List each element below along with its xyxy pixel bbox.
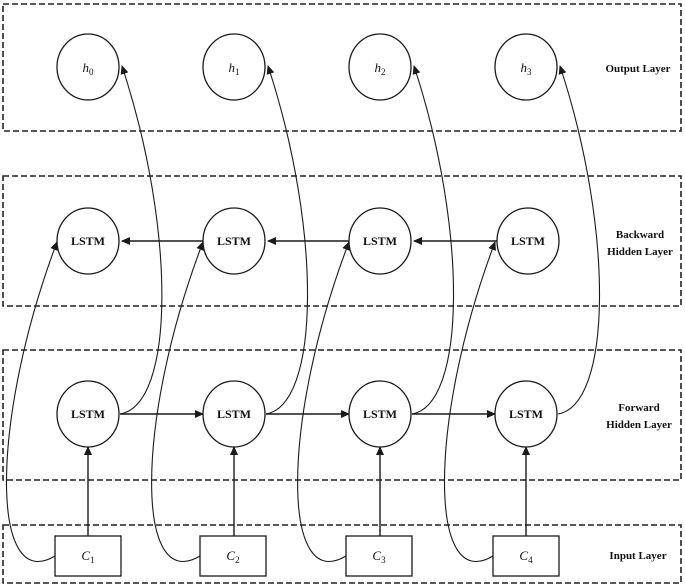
backward-layer-label-line2: Hidden Layer — [607, 246, 673, 258]
forward-lstm-node-3: LSTM — [348, 380, 412, 448]
input-to-backward-4 — [444, 241, 496, 563]
input-node-c1: C1 — [54, 535, 122, 577]
backward-hidden-layer-box — [2, 175, 682, 307]
forward-lstm-node-2: LSTM — [202, 380, 266, 448]
svg-text:LSTM: LSTM — [509, 407, 543, 421]
svg-text:C3: C3 — [372, 548, 386, 565]
input-layer-box — [2, 524, 682, 584]
input-to-backward-1 — [6, 241, 58, 563]
output-node-h3: h3 — [494, 33, 558, 101]
output-node-h1: h1 — [202, 33, 266, 101]
input-layer-label: Input Layer — [609, 550, 666, 562]
svg-text:h1: h1 — [229, 60, 240, 77]
input-node-c2: C2 — [199, 535, 267, 577]
svg-text:h3: h3 — [521, 60, 533, 77]
svg-text:C4: C4 — [519, 548, 533, 565]
backward-lstm-node-4: LSTM — [496, 207, 560, 275]
forward-to-output-2 — [265, 65, 309, 415]
backward-layer-label-line1: Backward — [616, 229, 664, 241]
svg-text:h0: h0 — [83, 60, 95, 77]
forward-to-output-1 — [119, 65, 163, 415]
forward-layer-label-line2: Hidden Layer — [606, 419, 672, 431]
svg-text:C1: C1 — [81, 548, 94, 565]
svg-text:LSTM: LSTM — [511, 234, 545, 248]
svg-text:h2: h2 — [375, 60, 386, 77]
input-to-backward-2 — [151, 241, 204, 563]
forward-lstm-node-1: LSTM — [56, 380, 120, 448]
output-node-h0: h0 — [56, 33, 120, 101]
input-node-c4: C4 — [492, 535, 560, 577]
svg-text:LSTM: LSTM — [217, 407, 251, 421]
forward-to-output-3 — [411, 65, 455, 415]
output-layer-box — [2, 3, 682, 132]
forward-layer-label-line1: Forward — [618, 402, 660, 414]
backward-lstm-node-3: LSTM — [348, 207, 412, 275]
input-to-backward-3 — [297, 241, 350, 563]
output-node-h2: h2 — [348, 33, 412, 101]
backward-lstm-node-1: LSTM — [56, 207, 120, 275]
forward-lstm-node-4: LSTM — [494, 380, 558, 448]
forward-to-output-4 — [557, 65, 601, 415]
input-node-c3: C3 — [345, 535, 413, 577]
svg-text:LSTM: LSTM — [71, 407, 105, 421]
output-layer-label: Output Layer — [605, 63, 670, 75]
svg-text:LSTM: LSTM — [363, 407, 397, 421]
svg-text:LSTM: LSTM — [363, 234, 397, 248]
forward-hidden-layer-box — [2, 349, 682, 481]
backward-lstm-node-2: LSTM — [202, 207, 266, 275]
svg-text:LSTM: LSTM — [71, 234, 105, 248]
svg-text:C2: C2 — [226, 548, 239, 565]
svg-text:LSTM: LSTM — [217, 234, 251, 248]
